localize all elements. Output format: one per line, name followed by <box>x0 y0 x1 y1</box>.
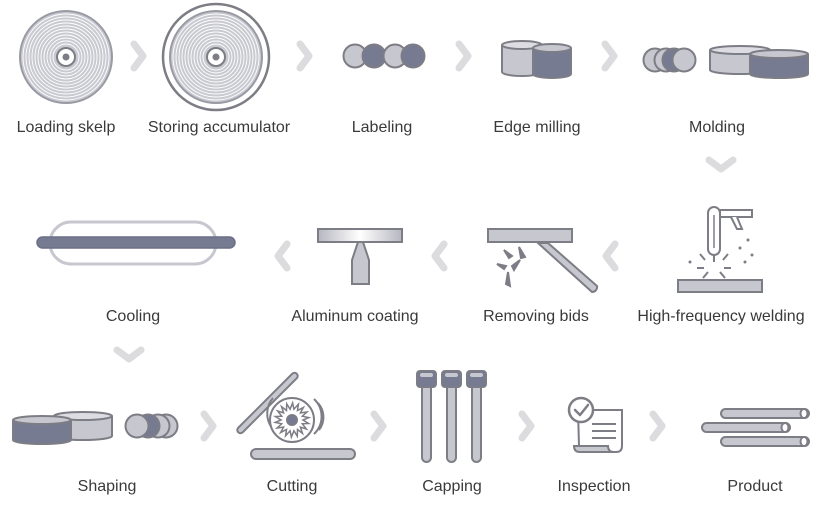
labeling-rolls-icon <box>342 43 426 69</box>
step-label-cooling: Cooling <box>105 308 161 325</box>
flow-arrow-right-icon <box>134 44 143 68</box>
coil-ring <box>28 19 104 95</box>
step-label-shaping: Shaping <box>77 478 137 495</box>
skelp-coil-icon <box>19 10 113 104</box>
flow-arrow-left-icon <box>606 244 615 268</box>
step-label-loading-skelp: Loading skelp <box>16 119 116 136</box>
flow-arrow-left-icon <box>435 244 444 268</box>
coil-ring <box>46 37 86 77</box>
coil-ring <box>172 13 260 101</box>
step-label-cutting: Cutting <box>266 478 318 495</box>
cutting-saw-icon <box>236 371 356 460</box>
flow-arrow-right-icon <box>653 414 662 438</box>
flow-arrow-right-icon <box>300 44 309 68</box>
coil-ring <box>193 34 239 80</box>
coil-ring <box>199 40 233 74</box>
accumulator-coil-icon <box>161 2 271 112</box>
coil-ring <box>190 31 242 83</box>
step-label-removing-bids: Removing bids <box>483 308 589 325</box>
flow-arrow-right-icon <box>204 414 213 438</box>
molding-icon <box>642 45 809 79</box>
coil-ring <box>196 37 236 77</box>
flow-arrow-left-icon <box>278 244 287 268</box>
coil-ring <box>178 19 254 95</box>
coil-ring <box>202 43 230 71</box>
step-label-high-frequency-welding: High-frequency welding <box>637 308 805 325</box>
inspection-checklist-icon <box>567 396 623 453</box>
capped-pipes-icon <box>416 370 487 463</box>
step-label-molding: Molding <box>688 119 746 136</box>
cooling-pipe-icon <box>36 220 236 266</box>
step-label-aluminum-coating: Aluminum coating <box>291 308 419 325</box>
removing-bids-icon <box>487 228 599 293</box>
step-label-labeling: Labeling <box>351 119 413 136</box>
edge-milling-icon <box>501 40 572 79</box>
flow-arrow-right-icon <box>522 414 531 438</box>
coil-ring <box>184 25 248 89</box>
step-label-capping: Capping <box>422 478 482 495</box>
coil-ring <box>187 28 245 86</box>
coil-ring <box>40 31 92 83</box>
shaping-icon <box>12 411 179 445</box>
aluminum-coating-icon <box>317 228 403 285</box>
coil-ring <box>43 34 89 80</box>
step-label-storing-accumulator: Storing accumulator <box>147 119 291 136</box>
coil-ring <box>22 13 110 101</box>
coil-ring <box>49 40 83 74</box>
coil-ring <box>31 22 101 92</box>
welding-torch-icon <box>677 206 763 293</box>
step-label-inspection: Inspection <box>557 478 631 495</box>
coil-ring <box>34 25 98 89</box>
step-label-edge-milling: Edge milling <box>493 119 581 136</box>
product-pipes-icon <box>701 408 810 447</box>
step-label-product: Product <box>727 478 783 495</box>
flow-arrow-right-icon <box>459 44 468 68</box>
coil-ring <box>181 22 251 92</box>
flow-arrow-right-icon <box>605 44 614 68</box>
coil-ring <box>37 28 95 86</box>
coil-ring <box>52 43 80 71</box>
coil-ring <box>175 16 257 98</box>
coil-ring <box>25 16 107 98</box>
flow-arrow-right-icon <box>374 414 383 438</box>
flow-arrow-down-icon <box>709 160 733 169</box>
flow-arrow-down-icon <box>117 350 141 359</box>
